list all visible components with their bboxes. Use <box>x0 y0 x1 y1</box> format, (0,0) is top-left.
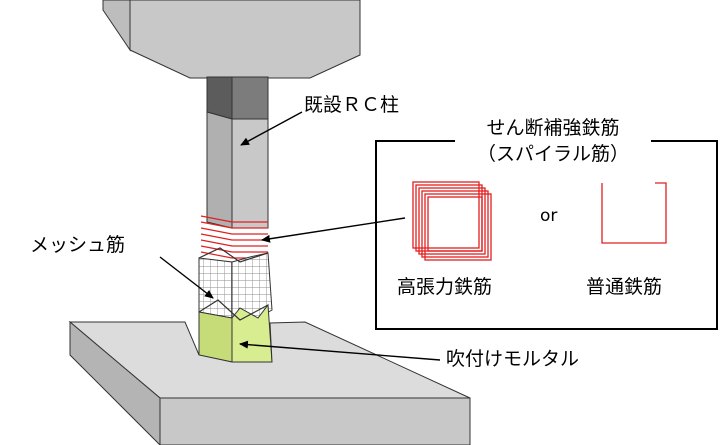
upper-beam-front-face <box>129 0 361 79</box>
label-shotcrete-mortar: 吹付けモルタル <box>446 348 580 370</box>
legend-title-line1: せん断補強鉄筋 <box>486 117 620 139</box>
column-side-face <box>206 111 233 229</box>
spiral-line <box>200 245 268 253</box>
spiral-line <box>200 233 268 241</box>
column-front-face <box>231 118 269 229</box>
shear-rebar-legend-box <box>375 140 718 330</box>
spiral-rebar-band <box>200 215 268 259</box>
spiral-line <box>200 239 268 247</box>
mortar-side <box>198 311 233 363</box>
arrow-shotcrete <box>239 340 441 361</box>
high-tensile-spiral-icon <box>412 181 492 261</box>
footing-left-face <box>69 320 161 445</box>
label-mesh-rebar: メッシュ筋 <box>30 234 126 256</box>
label-existing-rc-column: 既設ＲＣ柱 <box>304 94 400 116</box>
arrow-existing-column <box>240 111 303 146</box>
ordinary-rebar-icon <box>601 182 667 244</box>
upper-beam-side-face <box>102 0 131 52</box>
legend-or-text: or <box>540 206 558 226</box>
mortar-upper-edge <box>198 299 269 321</box>
mesh-rebar-zone <box>198 247 273 319</box>
legend-title: せん断補強鉄筋 （スパイラル筋） <box>455 115 651 167</box>
spiral-line <box>200 227 268 235</box>
existing-rc-column <box>206 111 269 229</box>
legend-high-tensile-label: 高張力鉄筋 <box>397 276 493 298</box>
capital-front <box>231 76 269 120</box>
leader-arrows <box>159 111 441 361</box>
spiral-line <box>200 215 268 223</box>
legend-ordinary-label: 普通鉄筋 <box>586 276 663 298</box>
mesh-upper-edge <box>198 247 269 263</box>
column-capital <box>206 76 269 120</box>
legend-title-line2: （スパイラル筋） <box>476 143 629 165</box>
arrow-spiral-rebar <box>261 217 406 243</box>
base-footing <box>68 320 471 445</box>
footing-front-face <box>159 397 471 445</box>
upper-beam <box>102 0 361 79</box>
arrow-mesh-rebar <box>159 256 214 299</box>
spiral-line <box>200 221 268 229</box>
